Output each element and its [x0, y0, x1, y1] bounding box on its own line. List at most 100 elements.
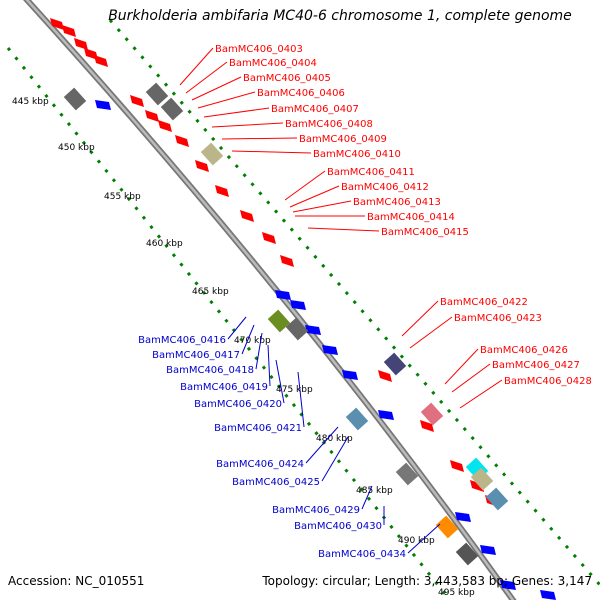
reverse-gene-label: BamMC406_0416 [138, 335, 226, 346]
forward-gene-labels: BamMC406_0403BamMC406_0404BamMC406_0405B… [179, 44, 592, 409]
reverse-label-leader [275, 359, 285, 404]
reverse-gene-label: BamMC406_0420 [194, 399, 282, 410]
kbp-label: 485 kbp [356, 486, 393, 496]
tick-track-0 [6, 47, 452, 600]
forward-gene-label: BamMC406_0406 [257, 88, 345, 99]
forward-gene-arrow-15 [420, 420, 434, 432]
reverse-gene-arrow-28 [540, 590, 556, 600]
forward-gene-label: BamMC406_0408 [285, 119, 373, 130]
forward-gene-arrow-14 [378, 370, 392, 382]
gene-box-5 [267, 309, 291, 333]
reverse-gene-arrow-22 [305, 325, 321, 335]
forward-label-leader [459, 379, 503, 409]
forward-label-leader [292, 200, 352, 213]
forward-gene-label: BamMC406_0411 [327, 167, 415, 178]
forward-label-leader [191, 76, 242, 101]
kbp-label: 480 kbp [316, 434, 353, 444]
forward-gene-arrow-10 [215, 185, 229, 197]
forward-gene-label: BamMC406_0427 [492, 360, 580, 371]
gene-features [50, 18, 556, 600]
forward-label-leader [289, 185, 340, 208]
forward-gene-label: BamMC406_0414 [367, 212, 455, 223]
forward-gene-label: BamMC406_0422 [440, 297, 528, 308]
forward-gene-arrow-8 [175, 135, 189, 147]
reverse-label-leader [227, 316, 247, 340]
topology-label: Topology: circular; Length: 3,443,583 bp… [262, 574, 592, 588]
forward-gene-arrow-17 [470, 480, 484, 492]
forward-gene-label: BamMC406_0415 [381, 227, 469, 238]
forward-gene-label: BamMC406_0428 [504, 376, 592, 387]
reverse-gene-arrow-27 [500, 580, 516, 590]
forward-gene-arrow-12 [262, 232, 276, 244]
reverse-gene-label: BamMC406_0419 [180, 382, 268, 393]
reverse-label-leader [297, 371, 305, 428]
forward-label-leader [197, 91, 256, 109]
reverse-gene-arrow-23 [322, 345, 338, 355]
gene-box-11 [485, 487, 509, 511]
forward-gene-arrow-4 [94, 55, 108, 67]
forward-label-leader [211, 122, 284, 128]
reverse-gene-arrow-29 [455, 512, 471, 522]
gene-box-8 [420, 402, 444, 426]
gene-box-14 [435, 515, 459, 539]
kbp-label: 475 kbp [276, 385, 313, 395]
reverse-label-leader [267, 344, 271, 387]
kbp-label: 495 kbp [438, 588, 475, 598]
tick-track-1 [108, 19, 600, 586]
accession-label: Accession: NC_010551 [8, 574, 145, 588]
reverse-gene-arrow-24 [342, 370, 358, 380]
forward-label-leader [307, 227, 380, 232]
forward-gene-arrow-13 [280, 255, 294, 267]
reverse-gene-arrow-25 [378, 410, 394, 420]
reverse-gene-labels: BamMC406_0416BamMC406_0417BamMC406_0418B… [138, 316, 441, 560]
forward-label-leader [179, 47, 214, 86]
tick-tracks [6, 19, 600, 600]
kbp-label: 470 kbp [234, 336, 271, 346]
forward-gene-arrow-0 [50, 18, 64, 30]
gene-box-12 [395, 462, 419, 486]
forward-gene-arrow-11 [240, 210, 254, 222]
kbp-label: 490 kbp [398, 536, 435, 546]
forward-gene-label: BamMC406_0409 [299, 134, 387, 145]
forward-label-leader [231, 150, 312, 154]
forward-label-leader [444, 348, 479, 385]
forward-gene-label: BamMC406_0407 [271, 104, 359, 115]
chromosome-backbone-highlight [25, 0, 515, 600]
reverse-gene-label: BamMC406_0418 [166, 365, 254, 376]
gene-box-3 [200, 142, 224, 166]
gene-box-4 [285, 317, 309, 341]
forward-label-leader [401, 300, 439, 337]
kbp-label: 460 kbp [146, 239, 183, 249]
reverse-gene-label: BamMC406_0429 [272, 505, 360, 516]
forward-gene-arrow-9 [195, 160, 209, 172]
forward-gene-arrow-1 [62, 25, 76, 37]
gene-box-0 [63, 87, 87, 111]
forward-label-leader [203, 107, 270, 118]
forward-gene-label: BamMC406_0410 [313, 149, 401, 160]
reverse-label-leader [361, 485, 373, 510]
reverse-gene-label: BamMC406_0421 [214, 423, 302, 434]
kbp-label: 465 kbp [192, 287, 229, 297]
reverse-gene-arrow-19 [95, 100, 111, 110]
forward-gene-label: BamMC406_0413 [353, 197, 441, 208]
gene-box-13 [455, 542, 479, 566]
reverse-gene-label: BamMC406_0417 [152, 350, 240, 361]
forward-label-leader [409, 316, 453, 349]
forward-label-leader [185, 61, 228, 94]
gene-box-7 [383, 352, 407, 376]
forward-gene-arrow-6 [145, 110, 159, 122]
reverse-label-leader [255, 332, 263, 370]
gene-box-2 [160, 97, 184, 121]
kbp-label: 445 kbp [12, 97, 49, 107]
forward-label-leader [221, 137, 298, 140]
gene-box-1 [145, 82, 169, 106]
forward-label-leader [451, 363, 491, 393]
reverse-label-leader [305, 426, 339, 464]
reverse-label-leader [321, 436, 349, 482]
forward-gene-label: BamMC406_0426 [480, 345, 568, 356]
reverse-gene-label: BamMC406_0434 [318, 549, 406, 560]
forward-label-leader [284, 170, 326, 201]
